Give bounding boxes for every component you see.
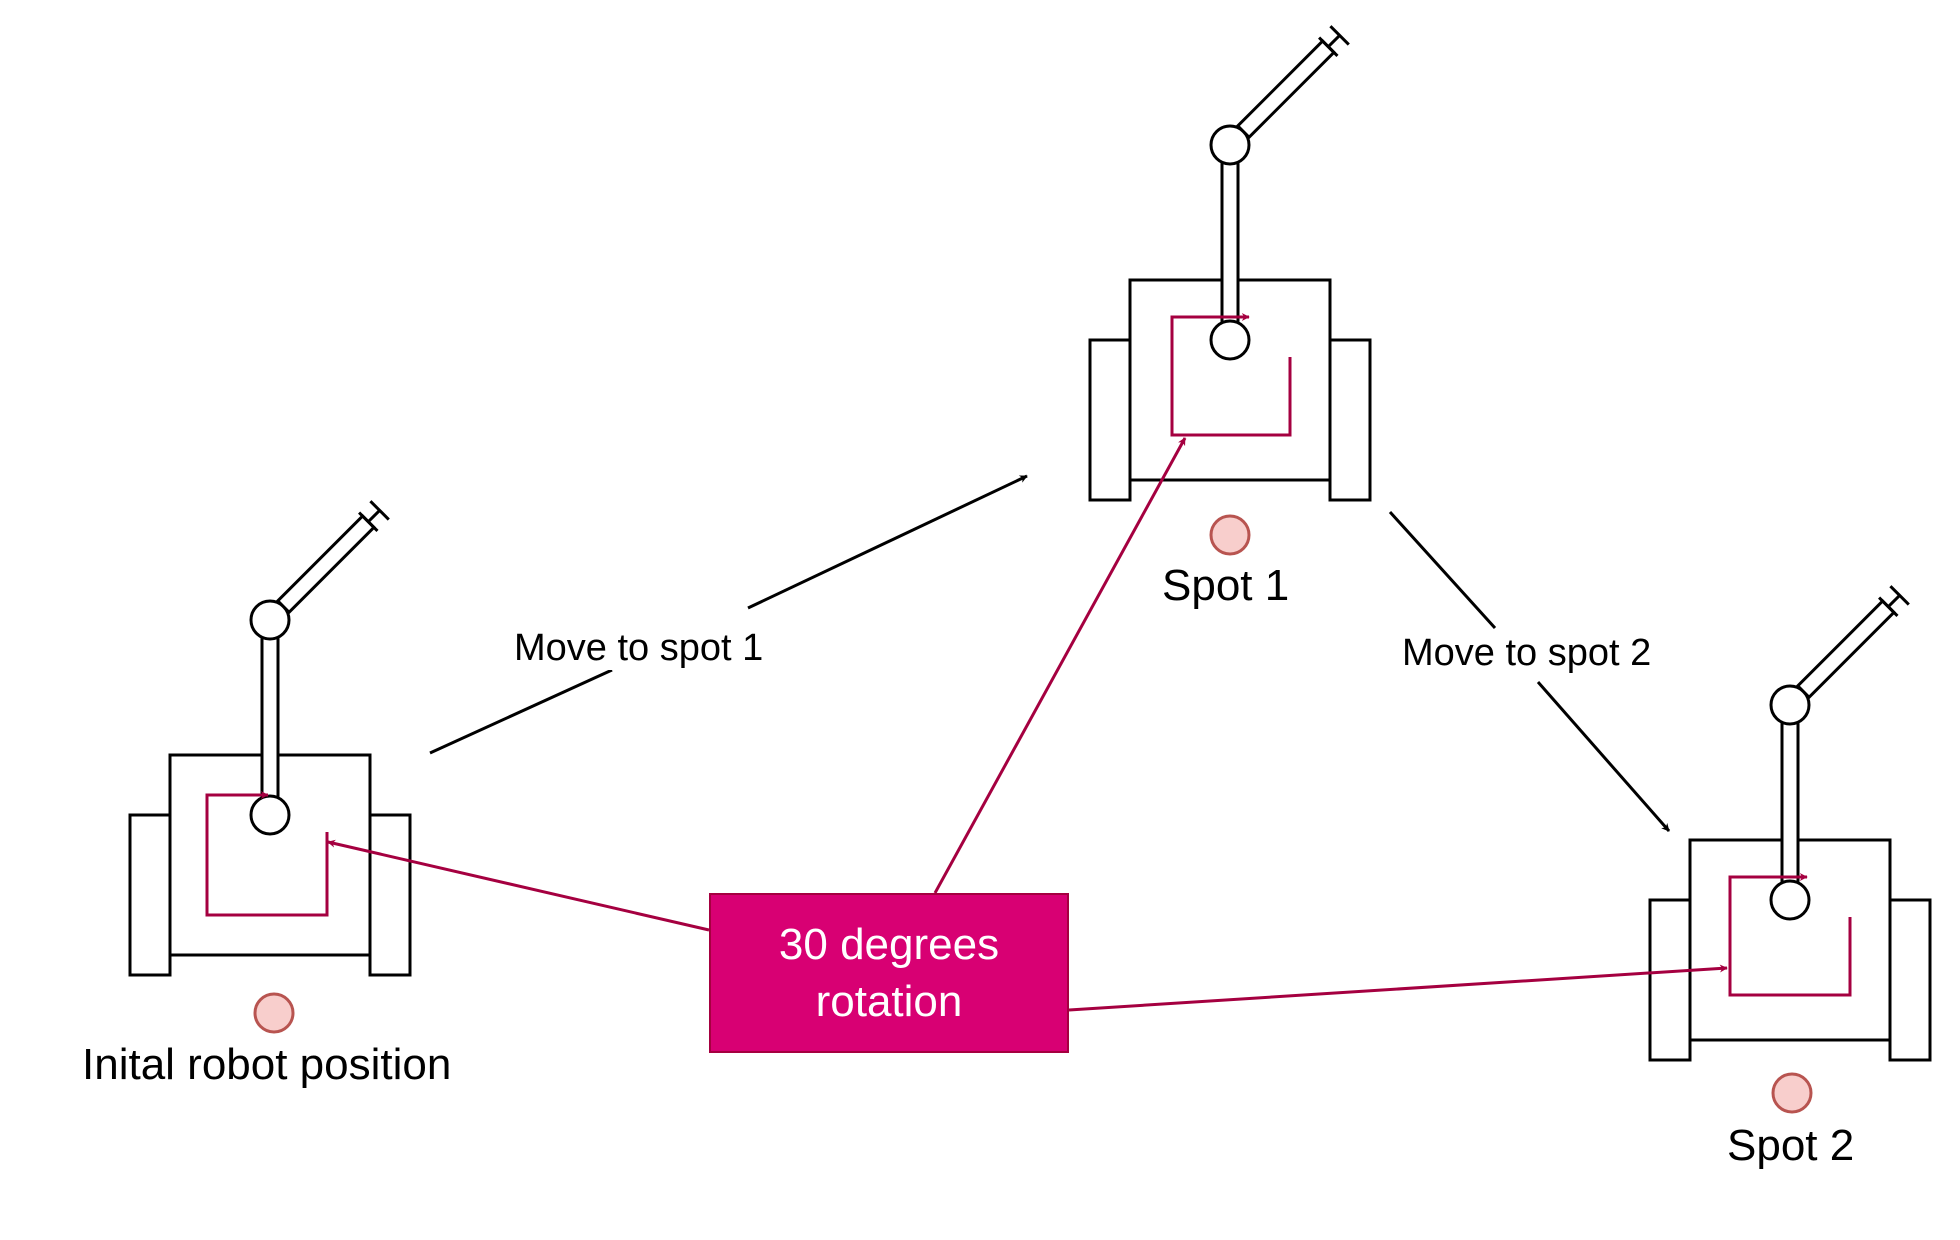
robot-base-joint	[1769, 879, 1811, 921]
robot-arm-joint	[1209, 124, 1251, 166]
robot-arm-upper	[275, 513, 377, 615]
spot-marker-initial	[253, 992, 295, 1034]
rotation-indicator	[1728, 873, 1852, 997]
spot-marker-1	[1209, 514, 1251, 556]
move-arrow-2-segment-a	[1388, 510, 1497, 630]
rotation-indicator	[205, 791, 329, 917]
rotation-callout-text: 30 degrees rotation	[778, 919, 1000, 1026]
robot-spot2	[1648, 585, 1932, 1062]
robot-arm-upper	[1235, 38, 1337, 140]
robot-arm-joint	[249, 599, 291, 641]
robot-gripper	[358, 511, 379, 532]
label-move-to-spot1: Move to spot 1	[512, 627, 766, 670]
robot-right-wheel	[1328, 338, 1372, 502]
robot-arm-lower	[1780, 703, 1800, 902]
robot-left-wheel	[1088, 338, 1132, 502]
robot-arm-joint	[1769, 684, 1811, 726]
rotation-callout-box: 30 degrees rotation	[709, 893, 1069, 1053]
robot-left-wheel	[128, 813, 172, 977]
robot-initial	[128, 500, 412, 977]
robot-left-wheel	[1648, 898, 1692, 1062]
label-spot2: Spot 2	[1727, 1121, 1855, 1170]
robot-base-joint	[1209, 319, 1251, 361]
spot-marker-2	[1771, 1072, 1813, 1114]
callout-arrow-to-robot-spot1	[933, 437, 1187, 894]
robot-arm-lower	[1220, 143, 1240, 342]
robot-gripper	[1318, 36, 1339, 57]
callout-arrow-to-robot-spot2	[1068, 964, 1728, 1012]
robot-right-wheel	[1888, 898, 1932, 1062]
robot-gripper	[1878, 596, 1899, 617]
robot-arm-lower	[260, 618, 280, 817]
label-spot1: Spot 1	[1162, 561, 1290, 610]
callout-arrow-to-robot-initial	[327, 839, 710, 932]
robot-spot1	[1088, 25, 1372, 502]
move-arrow-2-segment-b	[1536, 681, 1671, 832]
rotation-indicator	[1170, 313, 1292, 437]
robot-base-joint	[249, 794, 291, 836]
robot-right-wheel	[368, 813, 412, 977]
robot-arm-upper	[1795, 598, 1897, 700]
label-initial-position: Inital robot position	[82, 1040, 452, 1089]
move-arrow-1-segment-a	[429, 668, 613, 755]
move-arrow-1-segment-b	[747, 474, 1028, 610]
label-move-to-spot2: Move to spot 2	[1400, 632, 1654, 675]
